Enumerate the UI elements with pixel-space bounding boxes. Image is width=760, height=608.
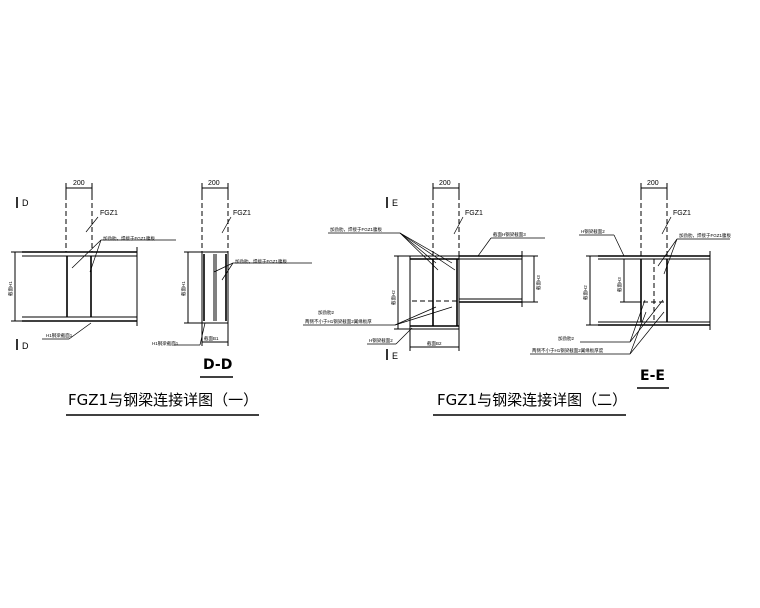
leader (629, 299, 664, 343)
detail-1-elevation: 200 截面H1 FGZ1 加劲肋，焊接于FGZ1腹板 H1钢梁截面1 D D (7, 180, 176, 351)
leader (663, 238, 678, 275)
label-h-beam: H1钢梁截面1 (46, 332, 73, 339)
column-section (201, 251, 229, 324)
label-stiffener-2: 加劲肋2 (318, 309, 334, 316)
dim-h3-label: 截面H3 (616, 277, 623, 292)
label-h-beam-2: H钢梁截面2 (581, 228, 605, 235)
titles: FGZ1与钢梁连接详图（一） FGZ1与钢梁连接详图（二） (66, 391, 627, 416)
leader (213, 262, 234, 273)
leader (399, 232, 456, 271)
leader (629, 299, 646, 343)
cut-label-e: E (392, 351, 398, 361)
leader (399, 232, 453, 264)
label-stiffener-note: 两侧不小于H1钢梁截面2翼缘板厚 (305, 318, 372, 325)
leader (629, 311, 647, 355)
label-stiffener-note: 两侧不小于H1钢梁截面2翼缘板厚度 (532, 347, 604, 354)
label-fgz1: FGZ1 (673, 210, 691, 217)
title-left: FGZ1与钢梁连接详图（一） (68, 391, 258, 409)
dim-h2-label: 截面H2 (390, 290, 397, 305)
label-stiffener: 加劲肋，焊接于FGZ1腹板 (330, 226, 382, 233)
label-fgz1: FGZ1 (233, 210, 251, 217)
dim-h1-label: 截面H1 (7, 281, 14, 296)
cut-label-d: D (22, 198, 29, 208)
label-stiffener: 加劲肋，焊接于FGZ1腹板 (103, 235, 155, 242)
label-h-beam-3: 截面H钢梁截面3 (493, 231, 526, 238)
section-title-dd: D-D (203, 357, 232, 373)
section-title-ee: E-E (640, 368, 665, 384)
leader (199, 322, 206, 346)
label-stiffener-2: 加劲肋2 (558, 335, 574, 342)
dim-b1-label: 截面B1 (204, 335, 219, 342)
dim-h2-label: 截面H2 (582, 285, 589, 300)
section-e-e: 200 截面H2 截面H3 FGZ1 H钢梁截面2 加劲肋，焊接于FGZ1腹板 … (530, 180, 731, 389)
leader (399, 232, 439, 271)
dim-b2-label: 截面B2 (427, 340, 442, 347)
dim-200: 200 (439, 180, 451, 187)
label-fgz1: FGZ1 (465, 210, 483, 217)
leader (221, 216, 232, 234)
cut-label-d: D (22, 341, 29, 351)
leader (613, 234, 625, 257)
leader (394, 306, 453, 326)
dim-200: 200 (208, 180, 220, 187)
leader (453, 216, 464, 235)
leader (395, 327, 413, 345)
leader (661, 216, 672, 235)
leader (85, 216, 99, 233)
dim-h3-label: 截面H3 (535, 275, 542, 290)
leader (221, 262, 234, 281)
title-right: FGZ1与钢梁连接详图（二） (437, 391, 627, 409)
label-h-beam-2: H钢梁截面2 (369, 337, 393, 344)
label-stiffener: 加劲肋，焊接于FGZ1腹板 (235, 258, 287, 265)
section-d-d: 200 截面H1 截面B1 FGZ1 加劲肋，焊接于FGZ1腹板 H1钢梁截面1… (152, 180, 312, 378)
cut-label-e: E (392, 198, 398, 208)
leader (394, 306, 437, 326)
leader (71, 239, 102, 269)
leader (657, 238, 678, 267)
dim-200: 200 (647, 180, 659, 187)
leader (629, 311, 665, 355)
leader (68, 322, 92, 340)
label-fgz1: FGZ1 (100, 210, 118, 217)
leader (399, 232, 437, 264)
dim-200: 200 (73, 180, 85, 187)
label-stiffener: 加劲肋，焊接于FGZ1腹板 (679, 232, 731, 239)
dim-h1-label: 截面H1 (180, 281, 187, 296)
leader (477, 237, 492, 257)
leader (89, 239, 102, 273)
detail-2-elevation: 200 截面H2 截面H3 截面B2 FGZ1 加劲肋，焊接于FGZ1 (303, 180, 545, 361)
label-h-beam: H1钢梁截面1 (152, 340, 179, 347)
